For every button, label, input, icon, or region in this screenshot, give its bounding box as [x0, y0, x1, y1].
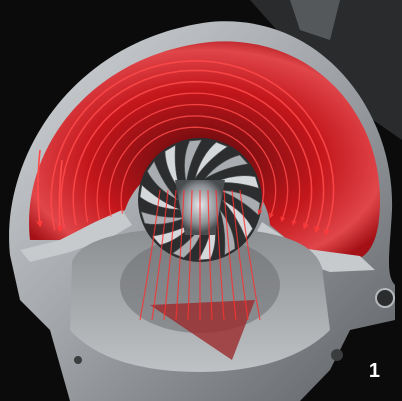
- figure-number: 1: [369, 361, 380, 381]
- bolt-hole-right: [331, 349, 343, 361]
- bolt-hole-left: [74, 356, 82, 364]
- flange-hole: [376, 289, 394, 307]
